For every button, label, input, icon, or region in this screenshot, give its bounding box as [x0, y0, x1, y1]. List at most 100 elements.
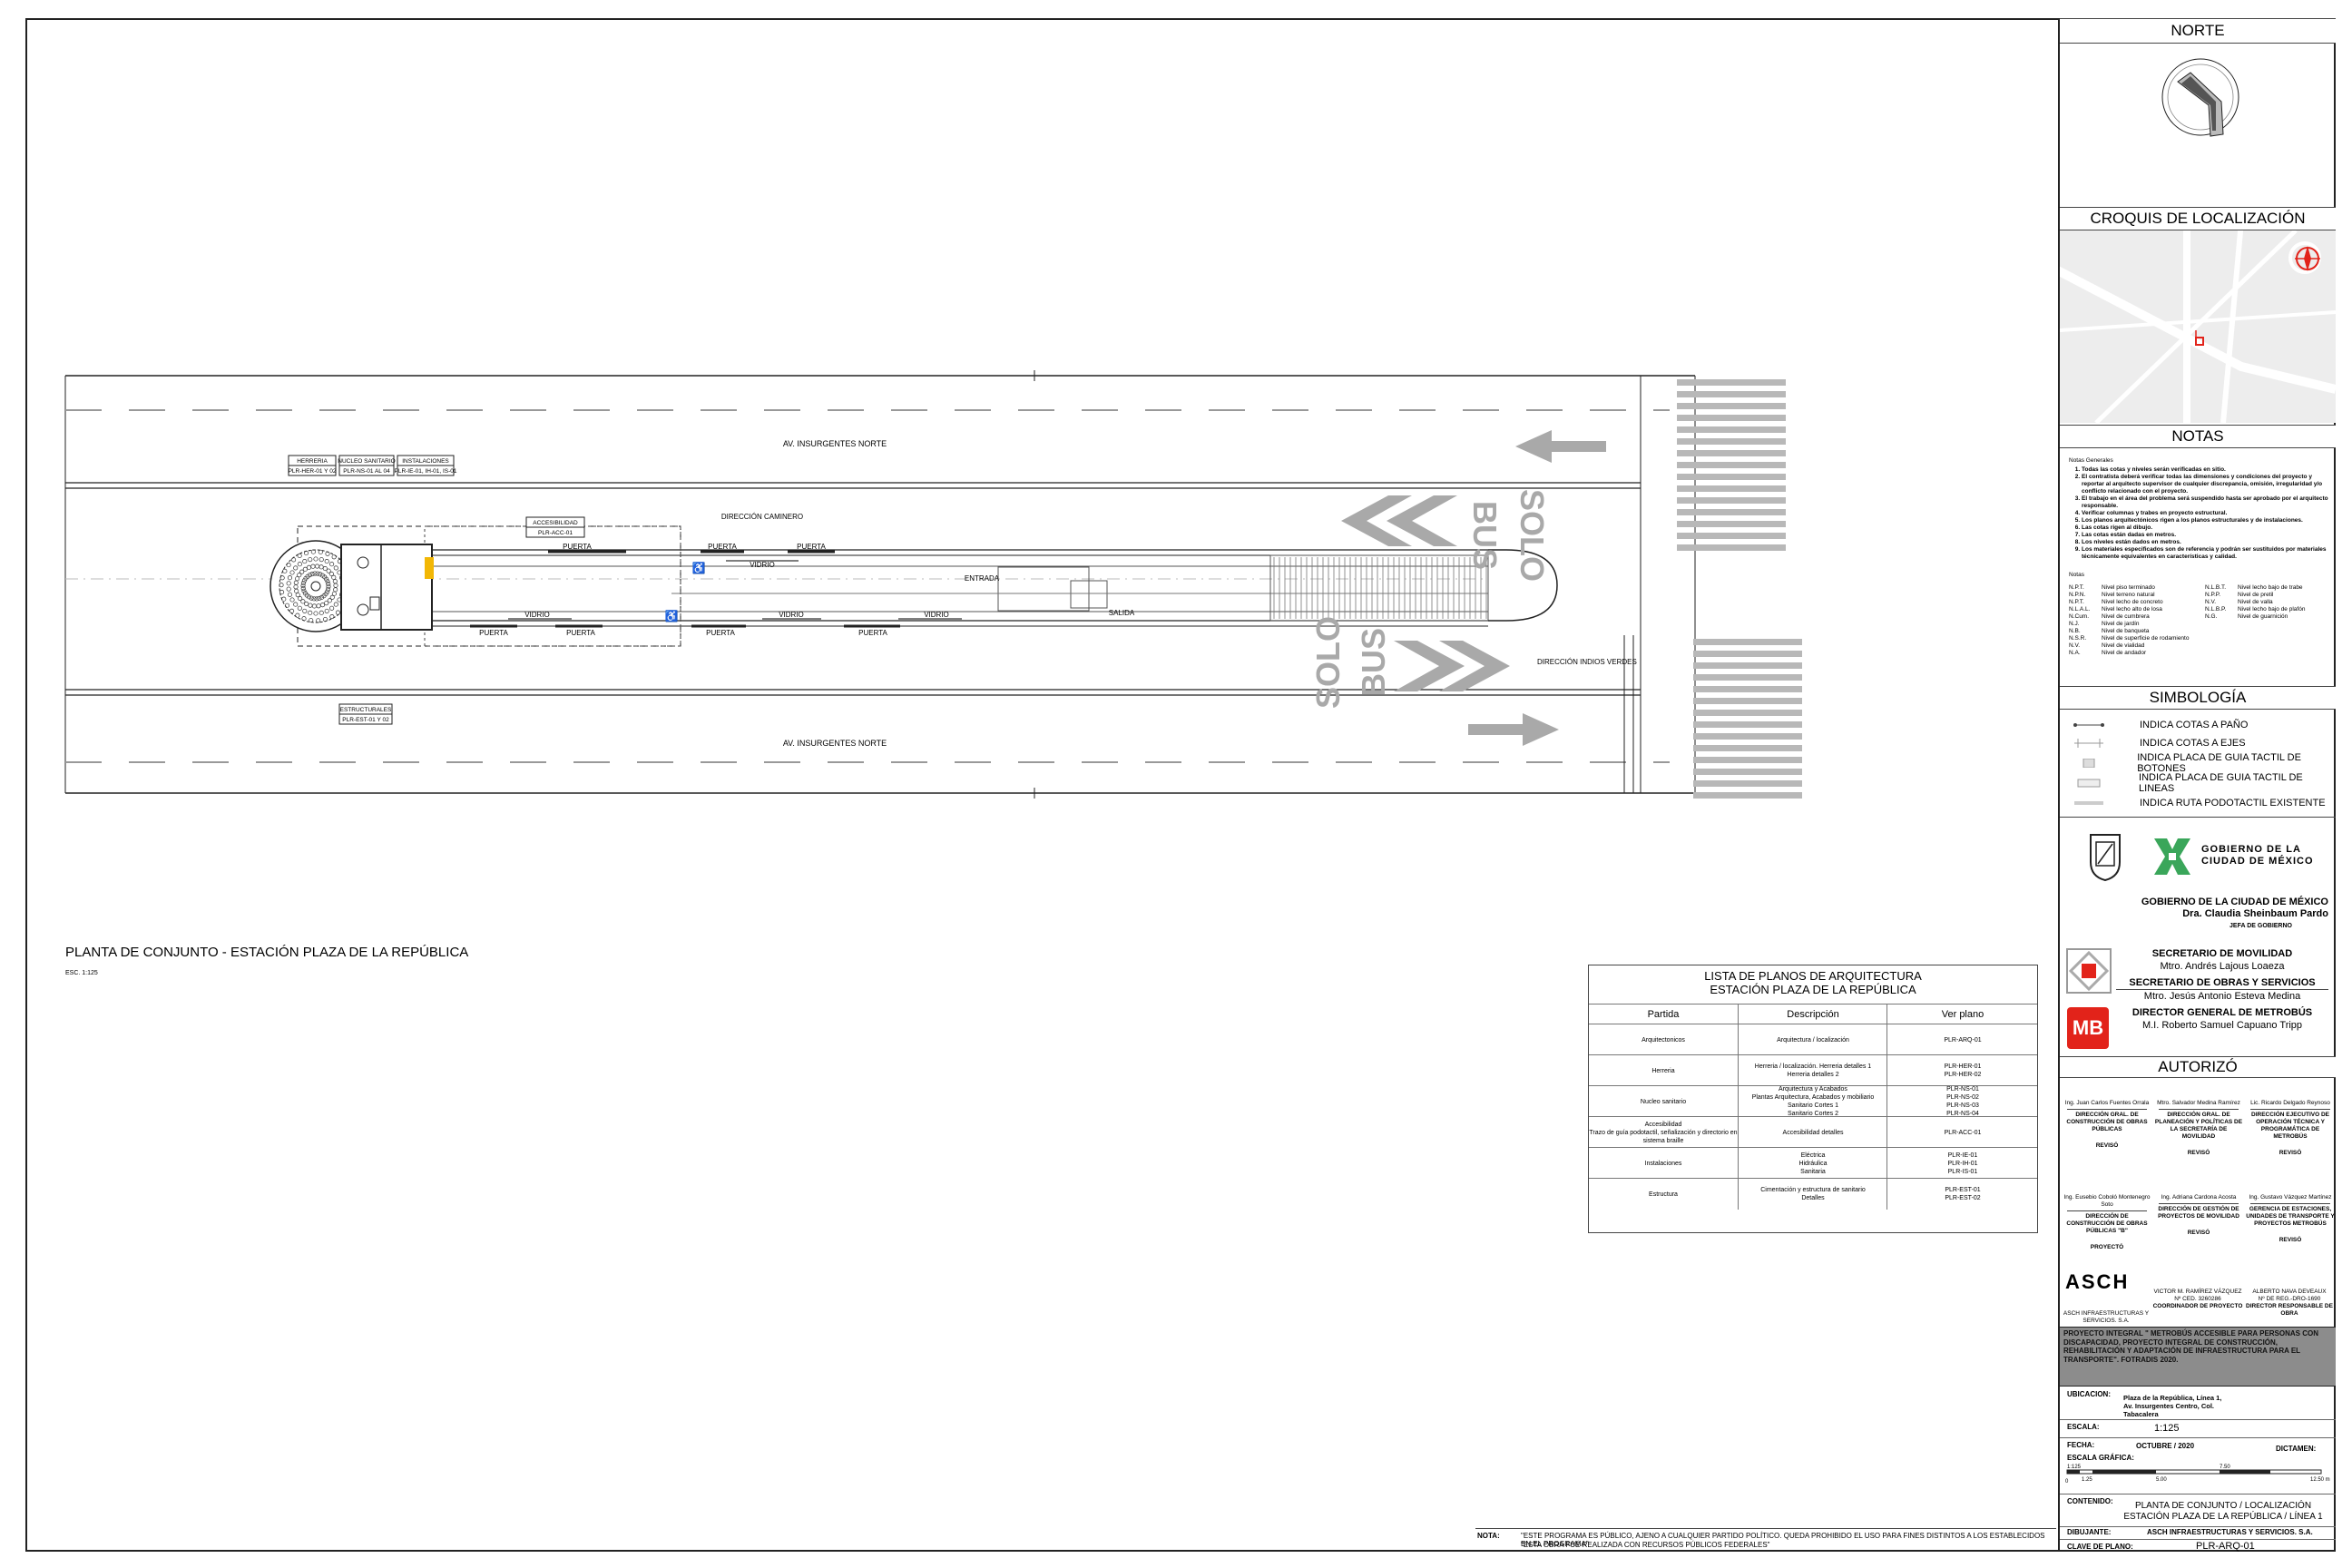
notas-generales-list: Todas las cotas y niveles serán verifica…	[2069, 466, 2332, 561]
ubicacion-label: UBICACION:	[2067, 1390, 2111, 1398]
crosswalk-stripe	[1677, 544, 1786, 551]
table-cell: Eléctrica Hidráulica Sanitaria	[1738, 1148, 1887, 1179]
scale-start-label: 1:125	[2067, 1465, 2082, 1470]
foliage-mark	[328, 571, 334, 577]
foliage-mark	[318, 572, 323, 577]
jefa-name: Dra. Claudia Sheinbaum Pardo	[2182, 908, 2328, 919]
fecha-value: OCTUBRE / 2020	[2136, 1442, 2195, 1450]
foliage-mark	[322, 566, 328, 572]
label-entrada: ENTRADA	[965, 574, 1000, 583]
cdmx-logo-line1: GOBIERNO DE LA	[2201, 844, 2301, 855]
ref-tag-code: PLR-NS-01 AL 04	[343, 468, 390, 475]
croquis-header: CROQUIS DE LOCALIZACIÓN	[2060, 207, 2336, 230]
foliage-mark	[326, 583, 331, 590]
dimension-axis-icon	[2074, 739, 2103, 748]
notas-header: NOTAS	[2060, 425, 2336, 448]
signer-role: DIRECCIÓN DE CONSTRUCCIÓN DE OBRAS PÚBLI…	[2066, 1213, 2148, 1234]
cdmx-logo-line2: CIUDAD DE MÉXICO	[2201, 856, 2314, 867]
divider	[2060, 1526, 2336, 1527]
foliage-mark	[319, 594, 325, 600]
label-salida: SALIDA	[1109, 609, 1135, 617]
foliage-mark	[279, 590, 285, 595]
abbrev-desc: Nivel lecho bajo de trabe	[2238, 584, 2303, 591]
crosswalk-stripe	[1677, 426, 1786, 433]
foliage-mark	[324, 576, 329, 582]
accessibility-icon: ♿	[692, 562, 706, 574]
divider	[2060, 1437, 2336, 1438]
abbrev-item: N.S.R.Nivel de superficie de rodamiento	[2069, 635, 2205, 642]
header-cell: Ver plano	[1886, 1004, 2038, 1024]
abbrev-desc: Nivel de guarnición	[2238, 613, 2288, 620]
foliage-mark	[313, 556, 318, 562]
contenido-line1: PLANTA DE CONJUNTO / LOCALIZACIÓN	[2134, 1501, 2312, 1511]
crosswalk-stripe	[1677, 379, 1786, 386]
drawing-list-row: Accesibilidad Trazo de guía podotactil, …	[1589, 1116, 2037, 1148]
notas-generales: Notas Generales Todas las cotas y nivele…	[2069, 457, 2332, 561]
contenido-label: CONTENIDO:	[2067, 1497, 2113, 1505]
table-cell: Nucleo sanitario	[1640, 1098, 1687, 1105]
sec-obras-title: SECRETARIO DE OBRAS Y SERVICIOS	[2116, 976, 2328, 990]
crosswalk-stripe	[1677, 438, 1786, 445]
foliage-mark	[286, 586, 291, 592]
north-arrow-icon	[2161, 58, 2239, 137]
sec-mov-title: SECRETARIO DE MOVILIDAD	[2151, 948, 2293, 959]
podotactile-route-icon	[2074, 801, 2103, 805]
footnote-line1: "ESTE PROGRAMA ES PÚBLICO, AJENO A CUALQ…	[1521, 1532, 2045, 1548]
foliage-mark	[282, 568, 288, 573]
dir-mb-name: M.I. Roberto Samuel Capuano Tripp	[2141, 1020, 2303, 1031]
direction-label: DIRECCIÓN INDIOS VERDES	[1537, 658, 1637, 666]
coordinator: VICTOR M. RAMÍREZ VÁZQUEZ Nº CED. 326028…	[2152, 1289, 2243, 1310]
chevrons-east	[1394, 641, 1510, 691]
abbrev-code: N.L.B.P.	[2205, 606, 2227, 612]
table-cell: Cimentación y estructura de sanitario De…	[1738, 1179, 1887, 1210]
foliage-mark	[329, 594, 335, 600]
symbol-label: INDICA PLACA DE GUIA TACTIL DE LINEAS	[2139, 772, 2303, 794]
foliage-mark	[331, 591, 337, 596]
table-cell: PLR-EST-01 PLR-EST-02	[1886, 1179, 2038, 1210]
abbrev-item: N.P.T.Nivel piso terminado	[2069, 584, 2205, 592]
project-text: PROYECTO INTEGRAL " METROBÚS ACCESIBLE P…	[2063, 1329, 2319, 1364]
tree-trunk	[310, 581, 321, 592]
abbrev-desc: Nivel de valla	[2238, 599, 2273, 605]
crosswalk-stripe	[1677, 403, 1786, 409]
graphic-scale: 1:125 0 1.25 5.00 7.50 12.50 m	[2065, 1465, 2330, 1485]
symbol-row: INDICA COTAS A EJES	[2073, 735, 2246, 751]
coord-ced: Nº CED. 3260286	[2174, 1296, 2221, 1302]
bus-marking: BUS	[1355, 628, 1392, 697]
authorities: GOBIERNO DE LA CIUDAD DE MÉXICO Dra. Cla…	[2060, 897, 2328, 932]
signature-line	[2250, 1203, 2330, 1204]
cdmx-logo-text: GOBIERNO DE LA CIUDAD DE MÉXICO	[2201, 844, 2314, 867]
info-block: UBICACION: Plaza de la República, Línea …	[2060, 1385, 2336, 1552]
escala-value: 1:125	[2154, 1423, 2180, 1434]
abbrev-code: N.S.R.	[2069, 635, 2087, 642]
dictamen-label: DICTAMEN:	[2276, 1445, 2317, 1453]
door-segments	[470, 550, 900, 628]
foliage-mark	[289, 570, 295, 575]
ref-tag-code: PLR-EST-01 Y 02	[342, 717, 389, 723]
door-marker	[425, 557, 434, 579]
foliage-mark	[311, 596, 317, 602]
crosswalk-stripe	[1693, 769, 1802, 775]
crosswalk-stripe	[1693, 686, 1802, 692]
foliage-mark	[325, 589, 330, 594]
foliage-mark	[302, 559, 308, 564]
scale-tick: 0	[2065, 1479, 2069, 1485]
signer-name: Ing. Gustavo Vázquez Martínez	[2249, 1194, 2332, 1200]
foliage-mark	[297, 573, 302, 578]
abbrev-desc: Nivel terreno natural	[2102, 592, 2155, 598]
signer-role: DIRECCIÓN GRAL. DE PLANEACIÓN Y POLÍTICA…	[2154, 1112, 2243, 1140]
gobierno-title: GOBIERNO DE LA CIUDAD DE MÉXICO	[2141, 897, 2328, 907]
foliage-mark	[318, 564, 324, 570]
scale-tick: 1.25	[2082, 1477, 2092, 1483]
crosswalk-stripe	[1677, 485, 1786, 492]
divider	[2060, 817, 2336, 818]
foliage-mark	[279, 583, 284, 588]
dimension-face-icon	[2073, 723, 2104, 727]
coord-name: VICTOR M. RAMÍREZ VÁZQUEZ	[2153, 1289, 2242, 1295]
note-item: Las cotas rigen al dibujo.	[2082, 524, 2332, 532]
